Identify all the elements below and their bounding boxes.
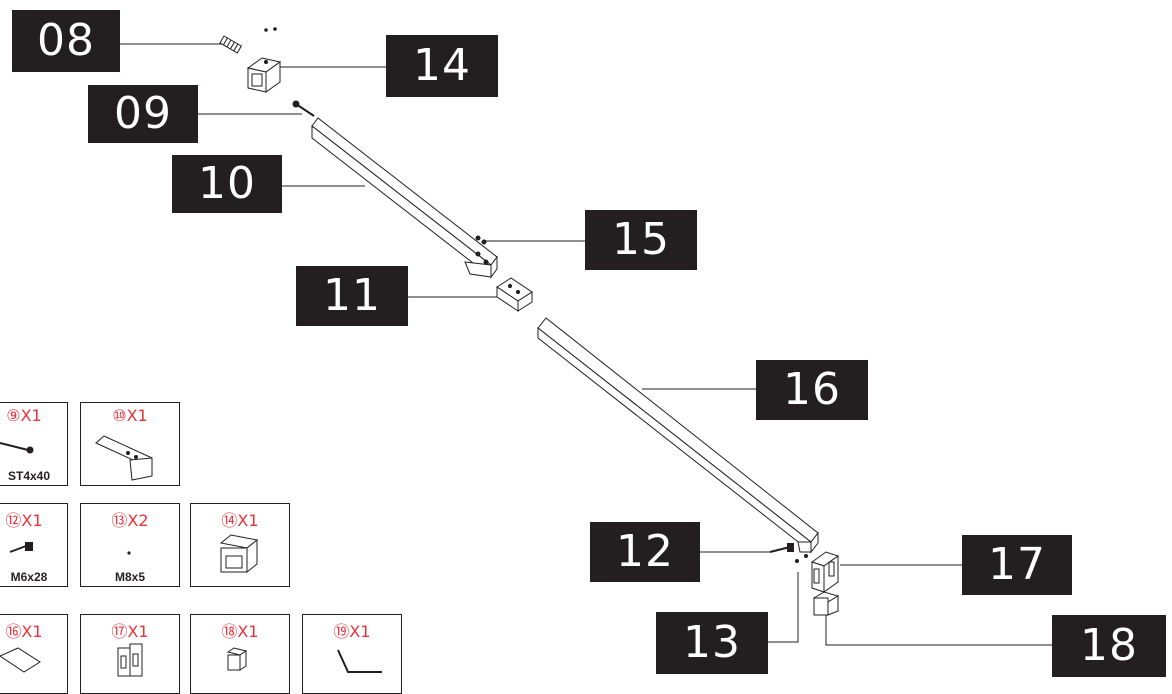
leader-18 bbox=[825, 615, 1052, 646]
part-card-09: ⑨X1 ST4x40 bbox=[0, 402, 68, 486]
callout-10: 10 bbox=[172, 155, 282, 213]
part-card-16: ⑯X1 bbox=[0, 614, 68, 694]
callout-17: 17 bbox=[962, 535, 1072, 595]
part-quantity: ⑫X1 bbox=[5, 511, 43, 530]
part-card-17: ⑰X1 bbox=[80, 614, 180, 694]
callout-08: 08 bbox=[12, 10, 120, 72]
part-16-tube bbox=[537, 317, 819, 554]
part-quantity: ⑩X1 bbox=[112, 406, 148, 425]
part-18-cap bbox=[812, 591, 840, 616]
callout-11: 11 bbox=[296, 266, 408, 326]
leader-13 bbox=[768, 572, 799, 643]
part-09-screw bbox=[292, 100, 315, 117]
part-quantity: ⑭X1 bbox=[221, 511, 259, 530]
part-17-bracket bbox=[810, 551, 840, 593]
part-12-bolt bbox=[769, 543, 794, 553]
part-quantity: ⑯X1 bbox=[5, 622, 43, 641]
part-11-connector bbox=[496, 277, 533, 312]
callout-18: 18 bbox=[1052, 615, 1166, 677]
part-card-12: ⑫X1 M6x28 bbox=[0, 503, 68, 587]
part-08-insert bbox=[219, 35, 243, 54]
callout-15: 15 bbox=[585, 210, 697, 270]
part-quantity: ⑱X1 bbox=[221, 622, 259, 641]
callout-09: 09 bbox=[88, 85, 198, 143]
part-card-19: ⑲X1 bbox=[302, 614, 402, 694]
part-card-14: ⑭X1 bbox=[190, 503, 290, 587]
callout-13: 13 bbox=[656, 612, 768, 674]
part-quantity: ⑰X1 bbox=[111, 622, 149, 641]
part-card-13: ⑬X2 M8x5 bbox=[80, 503, 180, 587]
part-spec: M8x5 bbox=[114, 570, 146, 584]
part-card-10: ⑩X1 bbox=[80, 402, 180, 486]
part-14-connector bbox=[246, 27, 282, 93]
part-13-washer bbox=[795, 559, 799, 563]
callout-14: 14 bbox=[386, 35, 498, 97]
part-spec: ST4x40 bbox=[7, 469, 51, 483]
part-10-tube bbox=[311, 117, 498, 279]
part-card-18: ⑱X1 bbox=[190, 614, 290, 694]
part-quantity: ⑲X1 bbox=[333, 622, 371, 641]
callout-12: 12 bbox=[590, 522, 700, 582]
part-quantity: ⑬X2 bbox=[111, 511, 149, 530]
assembly-diagram: 08 09 10 14 15 11 16 12 17 13 18 ⑨X1 ST4… bbox=[0, 10, 1166, 694]
part-spec: M6x28 bbox=[10, 570, 48, 584]
part-quantity: ⑨X1 bbox=[6, 406, 42, 425]
callout-16: 16 bbox=[756, 360, 868, 420]
